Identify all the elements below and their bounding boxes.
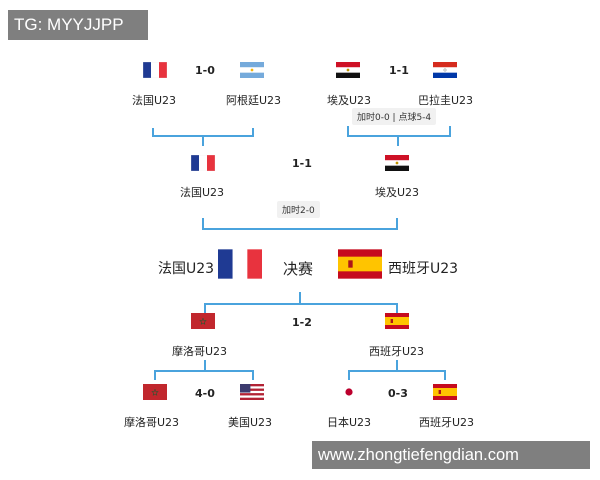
- upper-final-note: 加时2-0: [277, 201, 320, 218]
- semi-1-score: 1-0: [195, 64, 215, 77]
- upper-final-team-b: 埃及U23: [375, 186, 420, 199]
- semi-1-team-a: 法国U23: [132, 94, 177, 107]
- lower-semi-2-score: 0-3: [388, 387, 408, 400]
- japan-flag-icon: [337, 384, 361, 400]
- lower-semi-2-team-a: 日本U23: [327, 416, 372, 429]
- lower-final-score: 1-2: [292, 316, 312, 329]
- france-flag-icon: [143, 62, 167, 78]
- watermark-label: TG: MYYJJPP: [8, 10, 148, 40]
- final-team-a: 法国U23: [158, 261, 215, 277]
- lower-semi-2-team-b: 西班牙U23: [419, 416, 475, 429]
- semi-2-team-b: 巴拉圭U23: [418, 94, 474, 107]
- paraguay-flag-icon: [433, 62, 457, 78]
- morocco-flag-icon: [143, 384, 167, 400]
- semi-2-team-a: 埃及U23: [327, 94, 372, 107]
- semi-2-note: 加时0-0 | 点球5-4: [352, 108, 437, 125]
- france-flag-icon: [218, 249, 262, 279]
- upper-final-score: 1-1: [292, 157, 312, 170]
- argentina-flag-icon: [240, 62, 264, 78]
- site-url-label: www.zhongtiefengdian.com: [312, 441, 590, 469]
- spain-flag-icon: [338, 249, 382, 279]
- usa-flag-icon: [240, 384, 264, 400]
- final-label: 决赛: [283, 260, 314, 278]
- lower-semi-1-score: 4-0: [195, 387, 215, 400]
- morocco-flag-icon: [191, 313, 215, 329]
- spain-flag-icon: [433, 384, 457, 400]
- spain-flag-icon: [385, 313, 409, 329]
- egypt-flag-icon: [336, 62, 360, 78]
- lower-semi-1-team-a: 摩洛哥U23: [124, 416, 180, 429]
- france-flag-icon: [191, 155, 215, 171]
- lower-final-team-b: 西班牙U23: [369, 345, 425, 358]
- semi-2-score: 1-1: [389, 64, 409, 77]
- egypt-flag-icon: [385, 155, 409, 171]
- lower-semi-1-team-b: 美国U23: [228, 416, 273, 429]
- semi-1-team-b: 阿根廷U23: [226, 94, 282, 107]
- upper-final-team-a: 法国U23: [180, 186, 225, 199]
- lower-final-team-a: 摩洛哥U23: [172, 345, 228, 358]
- final-team-b: 西班牙U23: [388, 261, 459, 277]
